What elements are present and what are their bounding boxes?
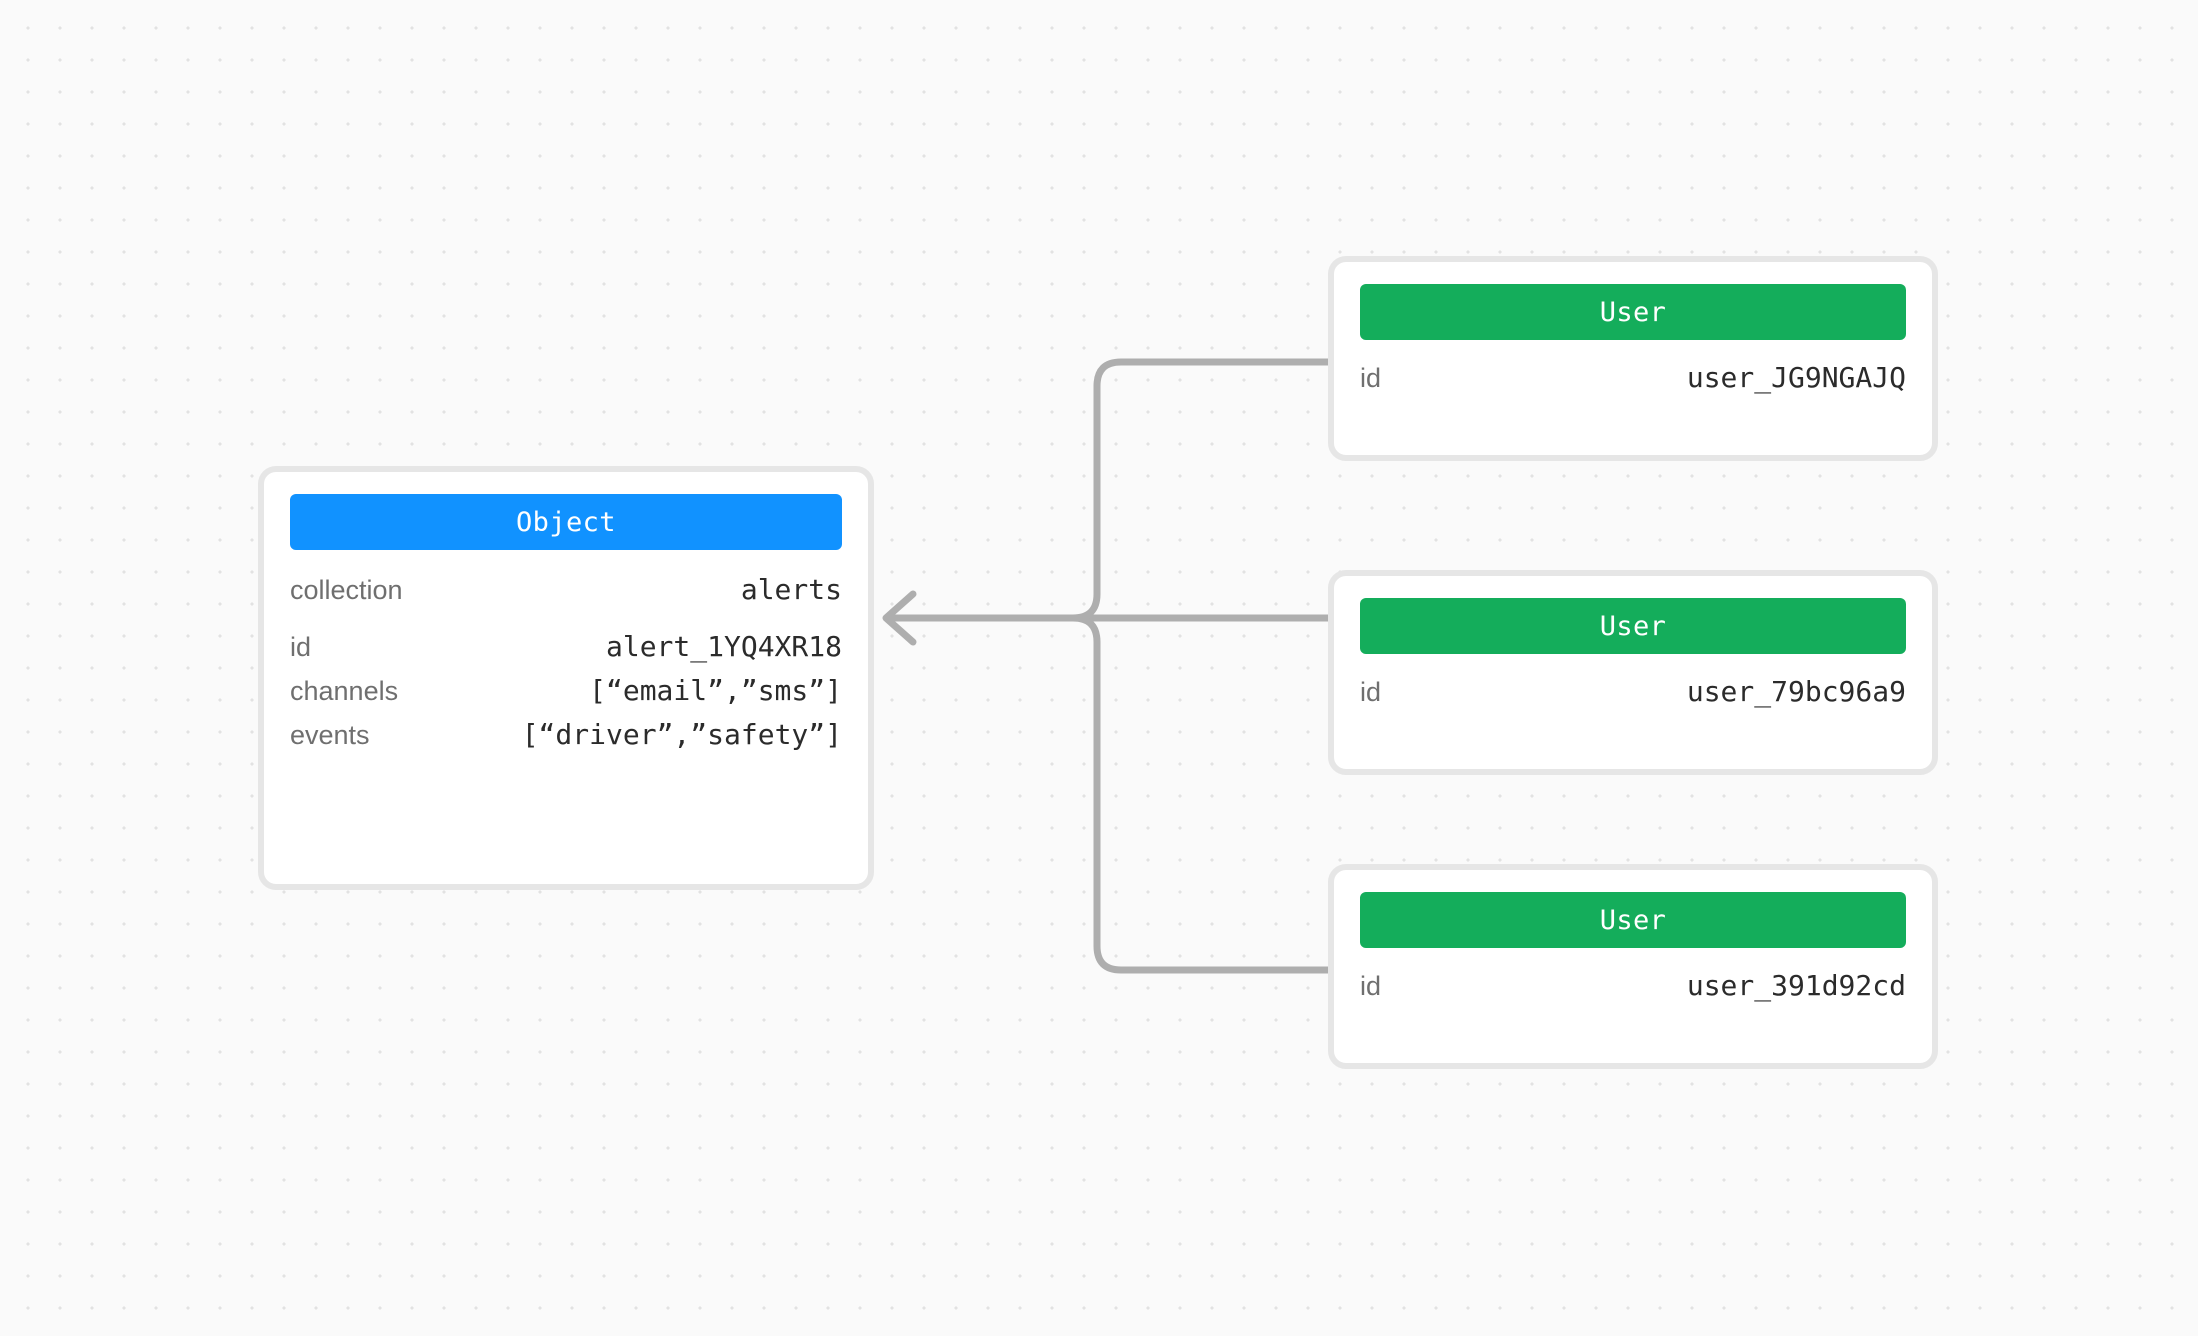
user-node-card[interactable]: User id user_JG9NGAJQ [1328,256,1938,461]
object-field-events-key: events [290,720,370,750]
user-node-header: User [1360,284,1906,340]
object-node-body: collection alerts id alert_1YQ4XR18 chan… [264,550,868,771]
object-field-collection-value: alerts [740,573,842,606]
user-field-id-value: user_JG9NGAJQ [1686,361,1906,394]
user-node-header: User [1360,598,1906,654]
object-node-card[interactable]: Object collection alerts id alert_1YQ4XR… [258,466,874,890]
object-field-channels: channels [“email”,”sms”] [290,677,842,705]
object-field-channels-key: channels [290,676,399,706]
user-field-id-value: user_391d92cd [1686,969,1906,1002]
user-node-card[interactable]: User id user_391d92cd [1328,864,1938,1069]
edge-arrowhead [882,590,917,646]
user-field-id: id user_391d92cd [1360,972,1906,1000]
user-node-title: User [1599,610,1667,642]
object-field-id: id alert_1YQ4XR18 [290,633,842,661]
object-field-group-meta: collection alerts [290,576,842,604]
user-node-card[interactable]: User id user_79bc96a9 [1328,570,1938,775]
user-field-id-key: id [1360,677,1382,707]
object-field-id-value: alert_1YQ4XR18 [605,630,842,663]
user-field-id: id user_JG9NGAJQ [1360,364,1906,392]
object-field-events: events [“driver”,”safety”] [290,721,842,749]
user-node-title: User [1599,296,1667,328]
user-field-id-key: id [1360,971,1382,1001]
object-field-collection: collection alerts [290,576,842,604]
object-field-group-data: id alert_1YQ4XR18 channels [“email”,”sms… [290,633,842,749]
object-node-title: Object [516,506,616,538]
user-node-header: User [1360,892,1906,948]
user-node-body: id user_391d92cd [1334,948,1932,1022]
edge-user-0 [885,358,1332,622]
object-field-id-key: id [290,632,312,662]
user-field-id: id user_79bc96a9 [1360,678,1906,706]
user-node-body: id user_JG9NGAJQ [1334,340,1932,414]
user-field-id-key: id [1360,363,1382,393]
user-node-title: User [1599,904,1667,936]
edge-user-2 [885,614,1332,974]
object-field-events-value: [“driver”,”safety”] [521,718,842,751]
user-node-body: id user_79bc96a9 [1334,654,1932,728]
user-field-id-value: user_79bc96a9 [1686,675,1906,708]
object-field-channels-value: [“email”,”sms”] [589,674,842,707]
object-field-collection-key: collection [290,575,403,605]
object-node-header: Object [290,494,842,550]
